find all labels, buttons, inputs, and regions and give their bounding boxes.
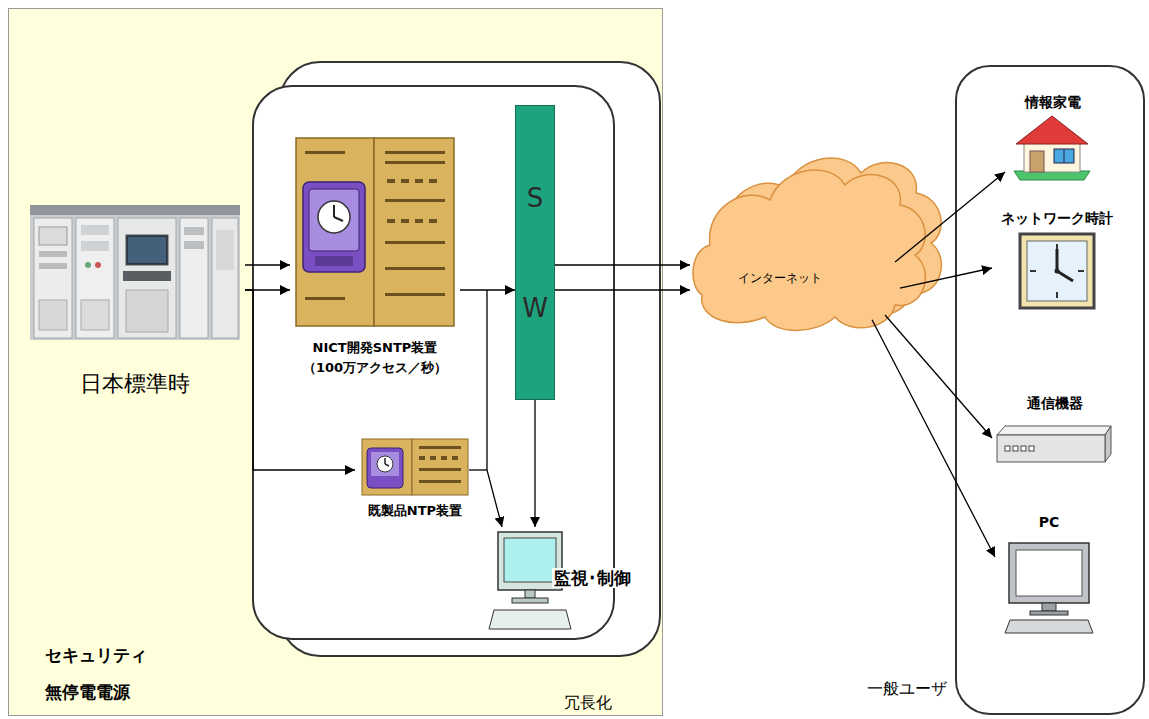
zone-note: 無停電電源 — [45, 682, 130, 702]
ntp-server: 既製品NTP装置 — [355, 435, 475, 523]
comm-device: 通信機器 — [992, 393, 1117, 468]
connector — [895, 172, 1005, 262]
group-title: 冗長化 — [564, 693, 612, 712]
device-label: NICT開発SNTP装置 （100万アクセス／秒） — [303, 340, 447, 375]
house-icon — [1012, 113, 1092, 181]
comm-device-icon — [997, 423, 1112, 463]
connector — [460, 289, 515, 290]
cloud-shape — [690, 145, 935, 335]
text-wrap: 一般ユーザ — [867, 679, 947, 699]
text-wrap: 無停電電源 — [45, 682, 130, 703]
user-group: 一般ユーザ情報家電ネットワーク時計通信機器PC — [955, 65, 1145, 715]
text-wrap: ネットワーク時計 — [992, 208, 1122, 228]
connector — [245, 264, 290, 265]
connector — [555, 289, 690, 290]
cloud-label: インターネット — [738, 271, 822, 285]
source-title: 日本標準時 — [80, 371, 190, 396]
connector — [872, 320, 995, 557]
connector — [900, 268, 992, 288]
redundant-group: 冗長化NICT開発SNTP装置 （100万アクセス／秒）SW既製品NTP装置 — [252, 85, 615, 640]
network-switch: SW — [515, 105, 555, 400]
text-wrap: セキュリティ — [45, 645, 147, 666]
pc-icon — [1004, 540, 1094, 635]
label-wrap: 監視･制御 — [552, 568, 633, 589]
security-zone: セキュリティ無停電電源 日本標準時冗長化 NICT開発SNTP装置 （100万アクセ… — [8, 8, 663, 716]
device-label: PC — [1039, 514, 1060, 530]
connector — [885, 315, 992, 438]
connector — [555, 264, 690, 265]
time-source: 日本標準時 — [25, 198, 245, 403]
user-pc: PC — [995, 512, 1103, 638]
clock-icon — [1018, 232, 1096, 310]
home-appliance: 情報家電 — [1005, 92, 1100, 184]
sntp-device-icon — [295, 137, 455, 327]
text-wrap: 既製品NTP装置 — [355, 500, 475, 520]
connector — [245, 290, 355, 470]
text-wrap: インターネット — [720, 267, 840, 287]
switch-label: SW — [522, 143, 548, 363]
equipment-photo — [30, 205, 240, 340]
ntp-device-icon — [361, 438, 469, 496]
text-wrap: PC — [995, 512, 1103, 532]
control-label: 監視･制御 — [552, 568, 633, 588]
connector — [245, 289, 290, 290]
text-wrap: SW — [516, 143, 554, 363]
text-wrap: 冗長化 — [564, 693, 612, 713]
network-clock: ネットワーク時計 — [992, 208, 1122, 314]
text-wrap: NICT開発SNTP装置 （100万アクセス／秒） — [290, 337, 460, 377]
text-wrap: 通信機器 — [992, 393, 1117, 413]
device-label: 通信機器 — [1027, 395, 1083, 411]
zone-note: セキュリティ — [45, 645, 147, 665]
device-label: 既製品NTP装置 — [368, 503, 462, 518]
text-wrap: 日本標準時 — [25, 370, 245, 398]
internet-cloud: インターネット — [690, 145, 935, 335]
text-wrap: 情報家電 — [1005, 92, 1100, 112]
group-title: 一般ユーザ — [867, 679, 947, 698]
device-label: ネットワーク時計 — [1001, 210, 1113, 226]
sntp-server: NICT開発SNTP装置 （100万アクセス／秒） — [290, 132, 460, 377]
device-label: 情報家電 — [1025, 94, 1081, 110]
